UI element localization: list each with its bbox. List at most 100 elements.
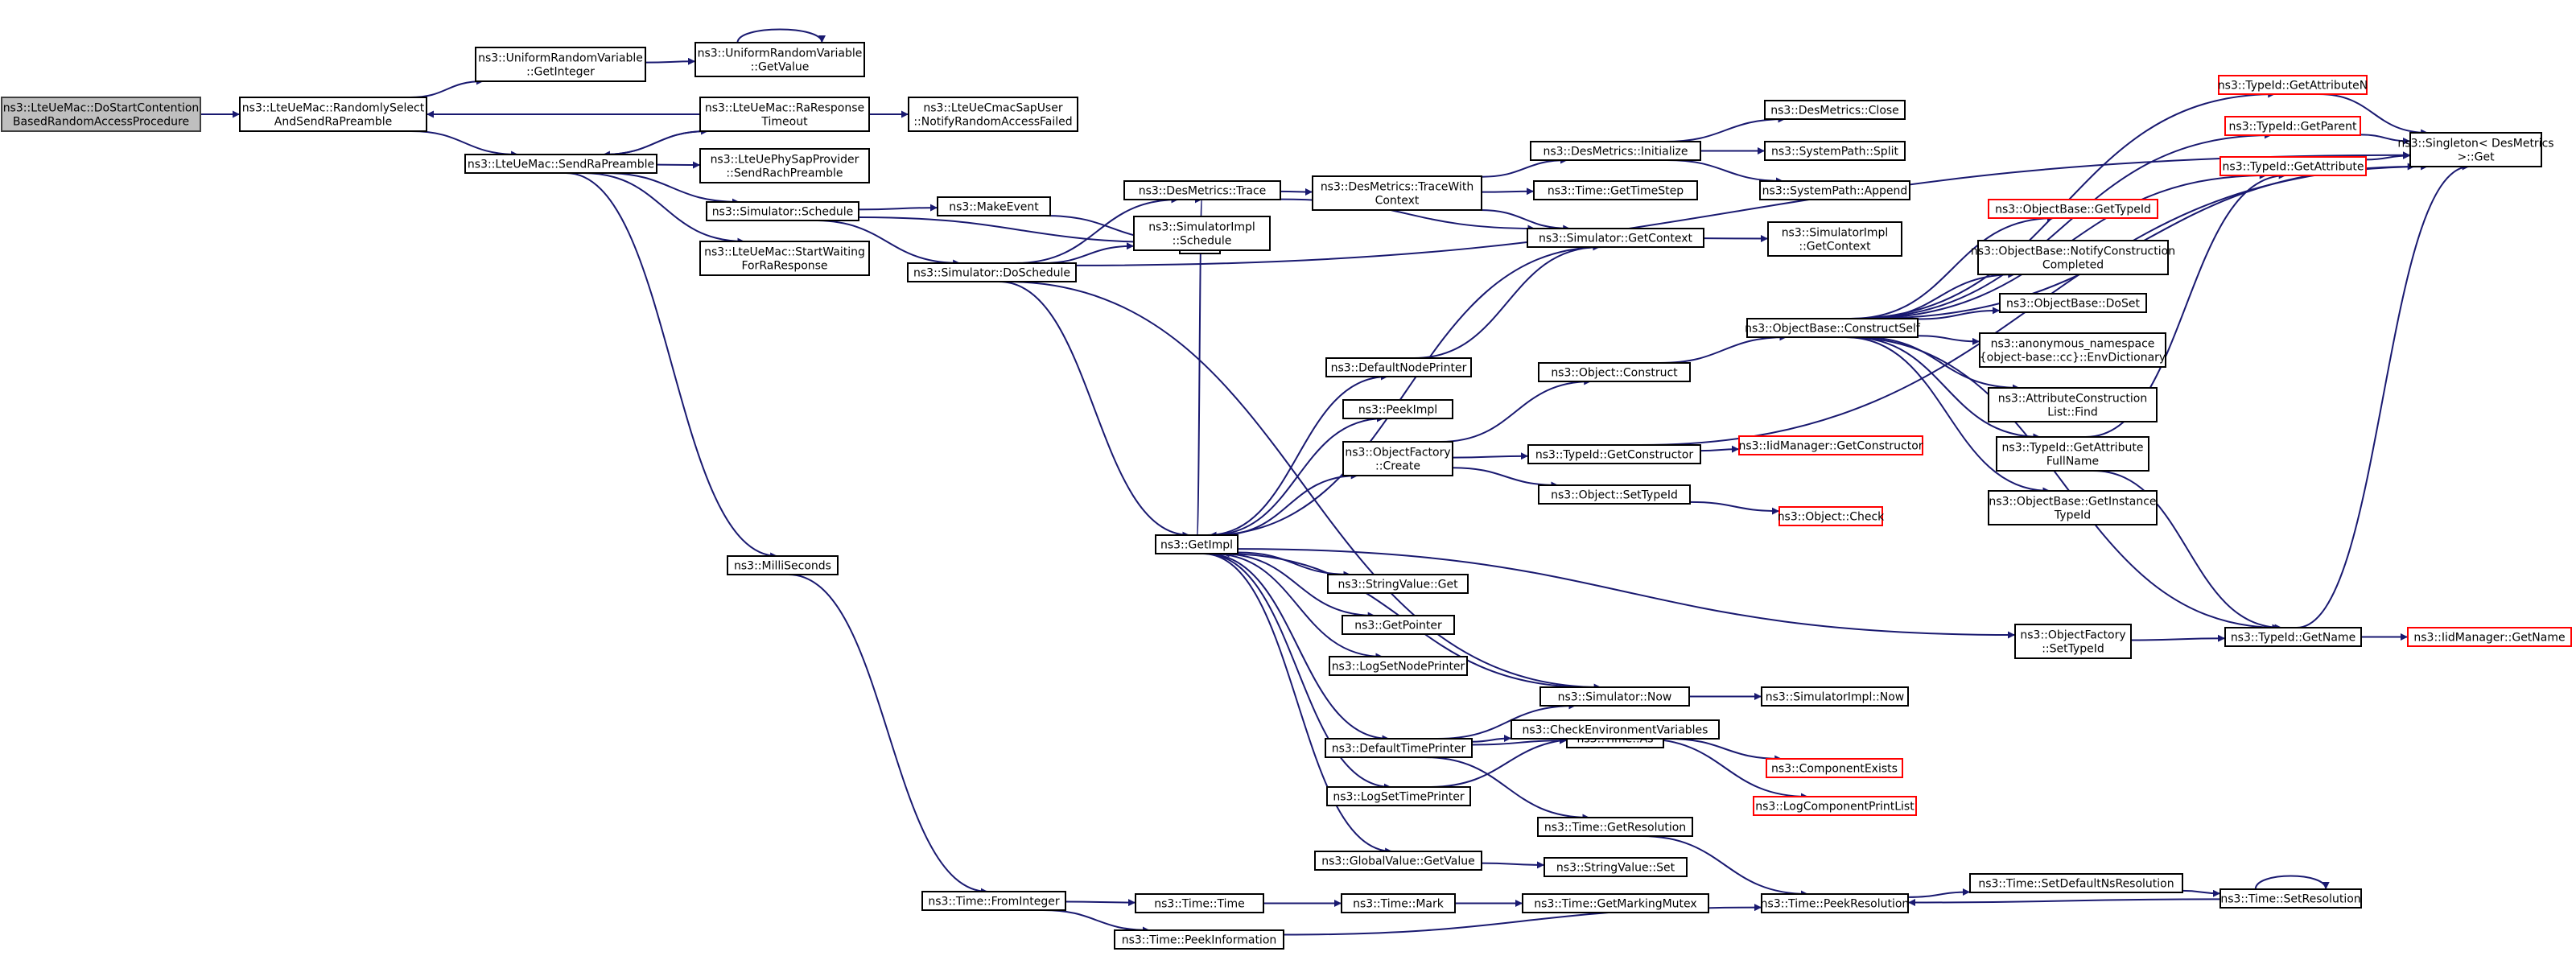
function-node-box[interactable]	[1746, 318, 1919, 338]
function-node-box[interactable]	[1133, 216, 1271, 251]
function-node-box[interactable]	[464, 154, 657, 174]
function-node[interactable]: ns3::TypeId::GetName	[2224, 627, 2362, 647]
function-node-box[interactable]	[2219, 888, 2362, 909]
function-node-box[interactable]	[1342, 615, 1455, 635]
function-node-box[interactable]	[1766, 758, 1903, 778]
function-node-box[interactable]	[1988, 199, 2158, 219]
function-node-box[interactable]	[908, 97, 1078, 132]
function-node-box[interactable]	[1537, 817, 1693, 837]
function-node[interactable]: ns3::Time::GetTimeStep	[1533, 180, 1698, 200]
function-node-box[interactable]	[1, 97, 201, 132]
function-node-box[interactable]	[1988, 490, 2158, 525]
function-node-box[interactable]	[1511, 719, 1720, 740]
function-node-box[interactable]	[1527, 228, 1704, 248]
function-node[interactable]: ns3::SystemPath::Split	[1764, 141, 1906, 161]
function-node-box[interactable]	[1538, 362, 1691, 382]
function-node[interactable]: ns3::LteUePhySapProvider::SendRachPreamb…	[699, 148, 870, 183]
function-node[interactable]: ns3::Time::PeekResolution	[1761, 893, 1910, 913]
function-node[interactable]: ns3::Time::Mark	[1341, 893, 1456, 913]
function-node-box[interactable]	[1312, 175, 1482, 211]
function-node[interactable]: ns3::TypeId::GetAttributeN	[2218, 75, 2368, 95]
function-node[interactable]: ns3::GetImpl	[1155, 534, 1239, 554]
function-node-box[interactable]	[1123, 180, 1281, 200]
function-node[interactable]: ns3::IidManager::GetName	[2407, 627, 2572, 647]
function-node[interactable]: ns3::SimulatorImpl::GetContext	[1767, 221, 1902, 257]
function-node[interactable]: ns3::Time::FromInteger	[921, 891, 1066, 911]
function-node[interactable]: ns3::MakeEvent	[937, 196, 1051, 216]
function-node-box[interactable]	[1155, 534, 1239, 554]
function-node[interactable]: ns3::Time::Time	[1135, 893, 1264, 913]
function-node-box[interactable]	[694, 42, 865, 77]
function-node[interactable]: ns3::Time::GetResolution	[1537, 817, 1693, 837]
function-node-box[interactable]	[2014, 624, 2132, 659]
function-node-box[interactable]	[1342, 441, 1453, 476]
function-node-box[interactable]	[1738, 435, 1923, 455]
function-node[interactable]: ns3::ObjectBase::NotifyConstructionCompl…	[1971, 240, 2175, 275]
function-node-box[interactable]	[937, 196, 1051, 216]
function-node-box[interactable]	[1969, 873, 2183, 893]
function-node-box[interactable]	[1979, 332, 2166, 368]
function-node[interactable]: ns3::UniformRandomVariable::GetValue	[694, 42, 865, 77]
function-node-box[interactable]	[1327, 574, 1469, 594]
function-node[interactable]: ns3::TypeId::GetAttribute	[2219, 156, 2367, 176]
function-node[interactable]: ns3::GetPointer	[1342, 615, 1455, 635]
function-node-box[interactable]	[1764, 100, 1906, 120]
function-node[interactable]: ns3::StringValue::Get	[1327, 574, 1469, 594]
function-node-box[interactable]	[1761, 893, 1909, 913]
function-node[interactable]: ns3::Simulator::GetContext	[1527, 228, 1704, 248]
function-node-box[interactable]	[1753, 796, 1917, 816]
function-node-box[interactable]	[907, 262, 1077, 282]
function-node[interactable]: ns3::Time::SetResolution	[2219, 888, 2362, 909]
function-node[interactable]: ns3::LteUeMac::SendRaPreamble	[464, 154, 657, 174]
function-node-box[interactable]	[2218, 75, 2368, 95]
function-node[interactable]: ns3::LogSetTimePrinter	[1326, 786, 1471, 806]
function-node[interactable]: ns3::SimulatorImpl::Now	[1761, 686, 1909, 707]
function-node-box[interactable]	[2407, 627, 2572, 647]
function-node-box[interactable]	[706, 201, 859, 221]
function-node[interactable]: ns3::DesMetrics::Trace	[1123, 180, 1281, 200]
function-node[interactable]: ns3::ObjectBase::DoSet	[1999, 293, 2147, 313]
function-node-box[interactable]	[699, 241, 870, 276]
function-node[interactable]: ns3::Time::GetMarkingMutex	[1522, 893, 1709, 913]
function-node[interactable]: ns3::SystemPath::Append	[1759, 180, 1910, 200]
function-node-box[interactable]	[1778, 506, 1883, 526]
function-node-box[interactable]	[1996, 436, 2149, 472]
function-node-box[interactable]	[1325, 738, 1473, 758]
function-node-box[interactable]	[1544, 857, 1688, 877]
function-node[interactable]: ns3::ObjectFactory::SetTypeId	[2014, 624, 2132, 659]
function-node[interactable]: ns3::Time::PeekInformation	[1114, 929, 1284, 950]
function-node-box[interactable]	[1341, 893, 1456, 913]
function-node[interactable]: ns3::Singleton< DesMetrics >::Get	[2397, 132, 2554, 167]
function-node-box[interactable]	[1977, 240, 2169, 275]
function-node[interactable]: ns3::Object::SetTypeId	[1538, 484, 1691, 505]
function-node[interactable]: ns3::DefaultTimePrinter	[1325, 738, 1473, 758]
function-node-box[interactable]	[1533, 180, 1698, 200]
function-node[interactable]: ns3::LteUeMac::DoStartContentionBasedRan…	[1, 97, 201, 132]
function-node[interactable]: ns3::Simulator::DoSchedule	[907, 262, 1077, 282]
function-node-box[interactable]	[727, 555, 839, 575]
function-node-box[interactable]	[2224, 116, 2361, 136]
function-node-box[interactable]	[1342, 399, 1453, 419]
function-node-box[interactable]	[1325, 357, 1472, 377]
function-node-box[interactable]	[475, 47, 646, 82]
function-node-box[interactable]	[1135, 893, 1264, 913]
function-node-box[interactable]	[921, 891, 1066, 911]
function-node[interactable]: ns3::ObjectBase::ConstructSelf	[1745, 318, 1921, 338]
function-node-box[interactable]	[1759, 180, 1910, 200]
function-node[interactable]: ns3::anonymous_namespace{object-base::cc…	[1979, 332, 2166, 368]
function-node[interactable]: ns3::TypeId::GetParent	[2224, 116, 2361, 136]
function-node-box[interactable]	[1538, 484, 1691, 505]
function-node-box[interactable]	[1326, 786, 1471, 806]
function-node[interactable]: ns3::Time::SetDefaultNsResolution	[1969, 873, 2183, 893]
function-node-box[interactable]	[1522, 893, 1709, 913]
function-node-box[interactable]	[1999, 293, 2147, 313]
function-node[interactable]: ns3::ObjectFactory::Create	[1342, 441, 1453, 476]
function-node-box[interactable]	[1764, 141, 1906, 161]
function-node[interactable]: ns3::Simulator::Schedule	[706, 201, 859, 221]
function-node[interactable]: ns3::GlobalValue::GetValue	[1314, 851, 1482, 871]
function-node-box[interactable]	[239, 97, 427, 132]
